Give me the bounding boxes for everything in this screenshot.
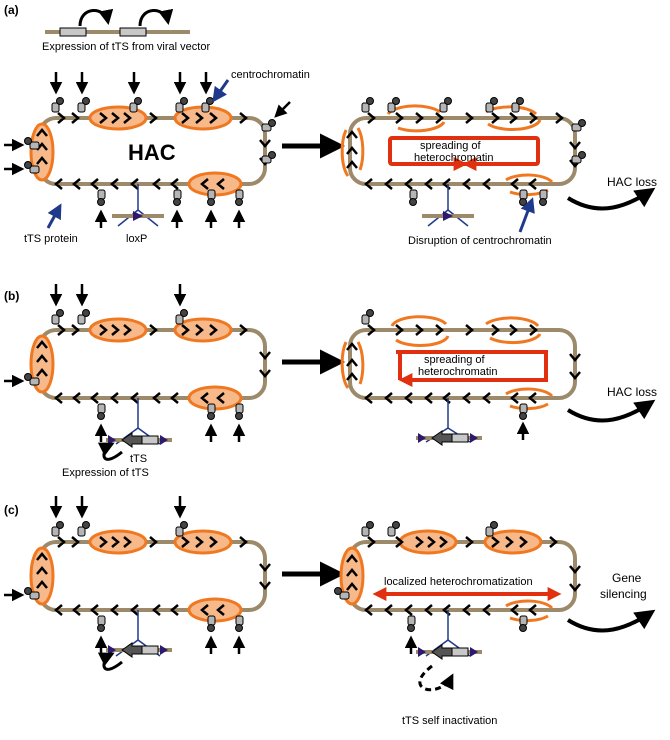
hac-right-b	[340, 309, 581, 446]
hac-left-c	[4, 496, 271, 671]
panel-a-tag: (a)	[4, 3, 19, 17]
spread-label-2: heterochromatin	[414, 152, 494, 164]
hac-left-a	[4, 72, 291, 229]
expression-label: Expression of tTS	[62, 467, 149, 479]
self-inactivation-label: tTS self inactivation	[402, 715, 497, 727]
spread-label-1: spreading of	[420, 140, 481, 152]
loxp-label: loxP	[126, 233, 147, 245]
gene-silencing-arrow	[566, 609, 656, 633]
hac-right-c	[334, 521, 581, 692]
panel-c: (c)	[4, 496, 656, 727]
hac-left-b	[4, 284, 271, 461]
spread-label-2: heterochromatin	[418, 366, 498, 378]
viral-vector	[45, 8, 190, 37]
hac-label: HAC	[128, 140, 176, 165]
hac-right-a	[340, 97, 586, 233]
viral-vector-caption: Expression of tTS from viral vector	[42, 41, 210, 53]
localized-label: localized heterochromatization	[384, 576, 533, 588]
panel-a: (a) Expression of tTS from viral vector	[4, 3, 657, 247]
hac-loss-arrow	[566, 399, 656, 423]
outcome-label: HAC loss	[607, 385, 657, 399]
outcome-line-2: silencing	[600, 587, 647, 601]
panel-c-tag: (c)	[4, 503, 19, 517]
panel-b-tag: (b)	[4, 289, 19, 303]
outcome-line-1: Gene	[612, 571, 642, 585]
tts-gene-label: tTS	[130, 453, 147, 465]
outcome-label: HAC loss	[607, 175, 657, 189]
hac-loss-arrow	[566, 187, 656, 211]
tts-protein-markers	[24, 97, 276, 206]
centrochromatin-label: centrochromatin	[231, 69, 310, 81]
spread-label-1: spreading of	[424, 354, 485, 366]
tts-protein-label: tTS protein	[24, 233, 78, 245]
disruption-label: Disruption of centrochromatin	[408, 235, 552, 247]
panel-b: (b)	[4, 284, 657, 479]
